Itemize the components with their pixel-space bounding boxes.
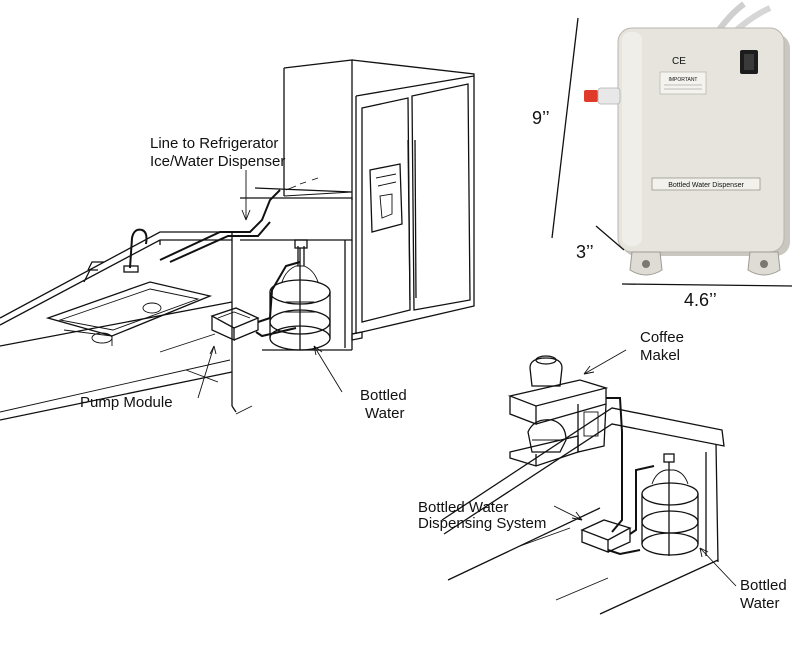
label-bottled-water-system: Bottled Water (418, 499, 508, 516)
water-bottle (269, 239, 331, 351)
label-bottled-water-small-2: Water (740, 595, 779, 612)
small-water-bottle (641, 453, 699, 556)
refrigerator (283, 59, 475, 341)
dimension-lines (551, 17, 793, 287)
label-line-to-refrigerator: Line to Refrigerator (150, 135, 278, 152)
kitchen-sink-scene (0, 170, 353, 421)
coffee-maker (507, 355, 609, 467)
dispensing-module (580, 519, 632, 553)
label-bottled-water-small-1: Bottled (740, 577, 787, 594)
dimension-height: 9’’ (532, 108, 550, 128)
dispenser-body (617, 27, 785, 253)
faucet (83, 228, 148, 283)
label-makel: Makel (640, 347, 680, 364)
sink (45, 281, 213, 346)
label-dispensing-system: Dispensing System (418, 515, 546, 532)
dimension-width: 4.6’’ (684, 290, 717, 310)
pump-module (210, 307, 260, 342)
notice-label: IMPORTANT (669, 77, 698, 83)
inlet-fitting (584, 90, 598, 102)
label-bottled-water-main-1: Bottled (360, 387, 407, 404)
label-coffee: Coffee (640, 329, 684, 346)
label-ice-water-dispenser: Ice/Water Dispenser (150, 153, 285, 170)
ce-mark: CE (672, 56, 686, 67)
product-photo: CE IMPORTANT Bottled Water Dispenser (584, 1, 790, 276)
label-bottled-water-main-2: Water (365, 405, 404, 422)
coffee-maker-scene (441, 349, 737, 615)
brand-label: Bottled Water Dispenser (668, 182, 744, 189)
label-pump-module: Pump Module (80, 394, 173, 411)
dimension-depth: 3’’ (576, 242, 594, 262)
